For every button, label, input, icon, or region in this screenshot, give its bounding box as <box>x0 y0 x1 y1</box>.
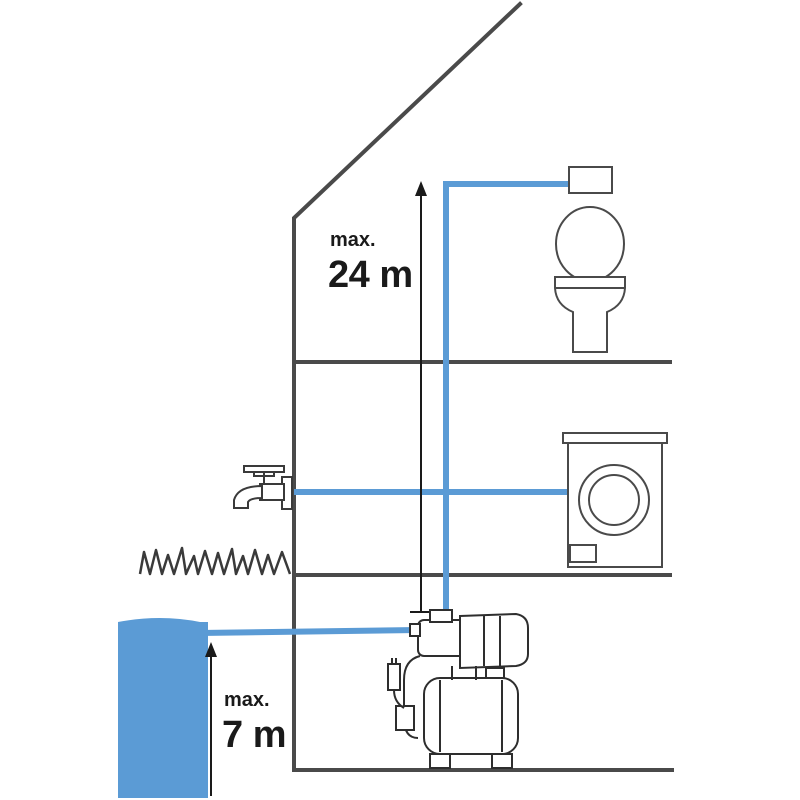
toilet-icon <box>554 166 626 353</box>
suction-height-label: 7 m <box>222 714 286 756</box>
cistern-icon <box>568 166 613 194</box>
height-arrow-icon <box>410 194 432 613</box>
washing-machine-icon <box>562 432 668 568</box>
water-pipe <box>199 181 570 636</box>
house-outline <box>292 1 674 772</box>
height-arrow-icon <box>205 642 217 657</box>
power-plug-icon <box>387 658 405 709</box>
suction-height-prefix: max. <box>224 689 270 711</box>
outdoor-tap-icon <box>233 465 293 510</box>
pressure-height-label: 24 m <box>328 254 413 296</box>
pressure-tank-icon <box>423 667 519 769</box>
height-arrow-icon <box>415 181 427 196</box>
booster-pump-icon <box>395 609 529 739</box>
water-well-icon <box>118 618 208 798</box>
grass-icon <box>138 546 292 576</box>
pressure-height-prefix: max. <box>330 229 376 251</box>
